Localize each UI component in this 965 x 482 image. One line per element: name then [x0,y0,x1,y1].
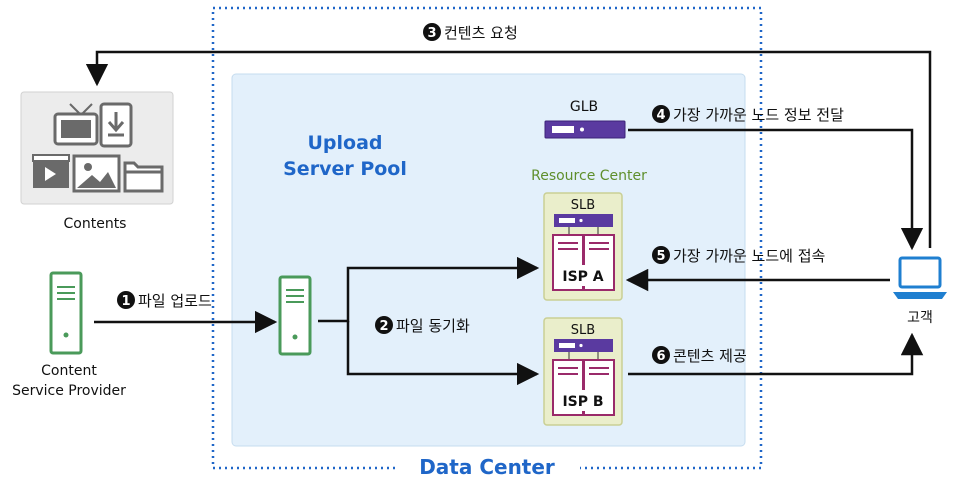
svg-text:파일 동기화: 파일 동기화 [396,317,470,335]
svg-text:콘텐츠 제공: 콘텐츠 제공 [673,347,747,365]
isp-b-rack-icon [552,352,615,416]
svg-text:2: 2 [379,319,388,334]
resource-center-label: Resource Center [531,168,647,184]
glb-device-icon [544,120,626,139]
glb-label: GLB [570,99,598,115]
svg-text:가장 가까운 노드에 접속: 가장 가까운 노드에 접속 [673,247,826,265]
arrow-step-3 [85,50,932,248]
tablet-download-icon [99,102,133,148]
slb-a-device-icon [554,214,613,227]
isp-a-label: ISP A [562,269,603,285]
arrow-step-4 [628,128,924,251]
arrow-step-6 [628,332,924,376]
upload-server-icon [278,275,312,356]
slb-a-label: SLB [571,198,595,213]
step-4-label: 4 가장 가까운 노드 정보 전달 [652,105,844,124]
folder-icon [123,161,164,193]
upload-pool-title-line2: Server Pool [283,158,407,180]
provider-server-icon [49,271,83,355]
provider-label-line2: Service Provider [12,383,126,399]
slb-b-device-icon [554,339,613,352]
tv-icon [53,103,99,146]
video-icon [32,154,70,188]
step-6-label: 6 콘텐츠 제공 [652,346,747,365]
arrow-step-2-to-isp-a [318,256,540,323]
svg-text:5: 5 [656,249,665,264]
svg-text:3: 3 [427,26,436,41]
svg-text:파일 업로드: 파일 업로드 [138,292,212,310]
contents-box [20,91,174,205]
step-2-label: 2 파일 동기화 [375,316,470,335]
upload-pool-title-line1: Upload [307,132,382,154]
step-1-label: 1 파일 업로드 [117,291,212,310]
isp-a-rack-icon [552,227,615,291]
data-center-label: Data Center [419,455,555,479]
svg-text:4: 4 [656,108,665,123]
contents-label: Contents [64,216,127,232]
slb-b-label: SLB [571,323,595,338]
svg-text:가장 가까운 노드 정보 전달: 가장 가까운 노드 정보 전달 [673,106,844,124]
laptop-icon [893,256,947,299]
svg-text:1: 1 [121,294,130,309]
isp-b-label: ISP B [562,394,603,410]
provider-label-line1: Content [41,363,97,379]
arrow-step-2-to-isp-b [346,321,540,386]
svg-text:6: 6 [656,349,665,364]
step-3-label: 3 컨텐츠 요청 [423,23,518,42]
svg-text:컨텐츠 요청: 컨텐츠 요청 [444,24,518,42]
customer-label: 고객 [907,310,933,326]
image-icon [72,154,121,193]
step-5-label: 5 가장 가까운 노드에 접속 [652,246,826,265]
